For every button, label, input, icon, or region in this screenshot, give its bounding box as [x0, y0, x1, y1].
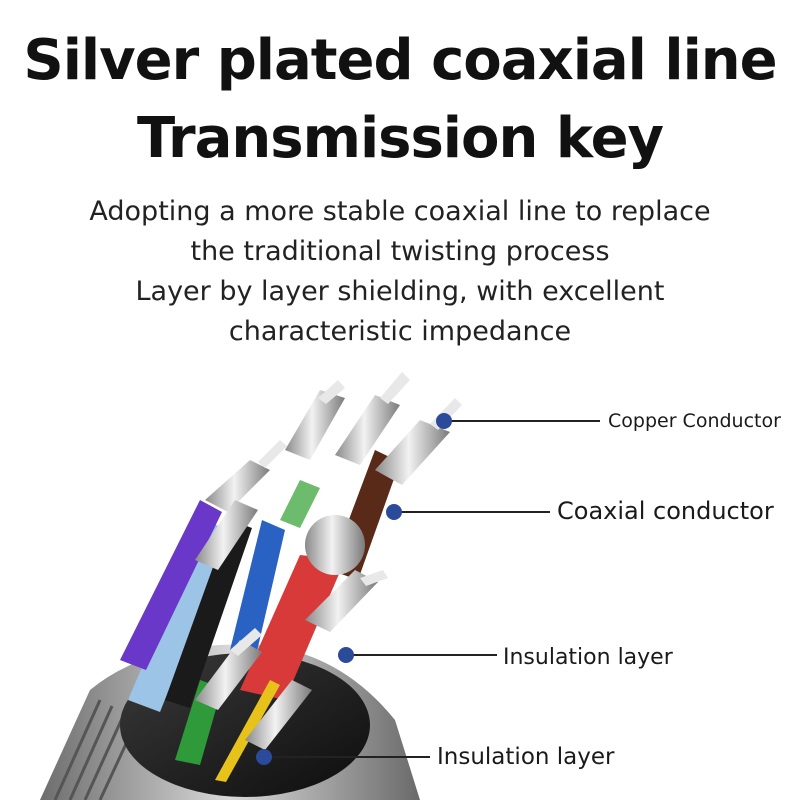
callout-label-insulation-layer-2: Insulation layer	[437, 744, 615, 770]
callout-leader-coaxial-conductor	[386, 504, 550, 520]
callout-leader-insulation-layer-1	[338, 647, 497, 663]
callout-leader-copper-conductor	[436, 413, 600, 429]
headline-line-1: Silver plated coaxial line	[23, 28, 777, 93]
callout-label-coaxial-conductor: Coaxial conductor	[557, 497, 774, 525]
callout-leader-insulation-layer-2	[256, 749, 430, 765]
wire-bundle	[120, 372, 462, 782]
callout-label-insulation-layer-1: Insulation layer	[503, 645, 673, 670]
callout-label-copper-conductor: Copper Conductor	[608, 410, 781, 432]
description-line-1: Adopting a more stable coaxial line to r…	[89, 196, 711, 227]
description-line-3: Layer by layer shielding, with excellent	[135, 276, 665, 307]
headline-line-2: Transmission key	[136, 106, 664, 171]
description-line-2: the traditional twisting process	[190, 236, 610, 267]
description-line-4: characteristic impedance	[228, 316, 572, 347]
